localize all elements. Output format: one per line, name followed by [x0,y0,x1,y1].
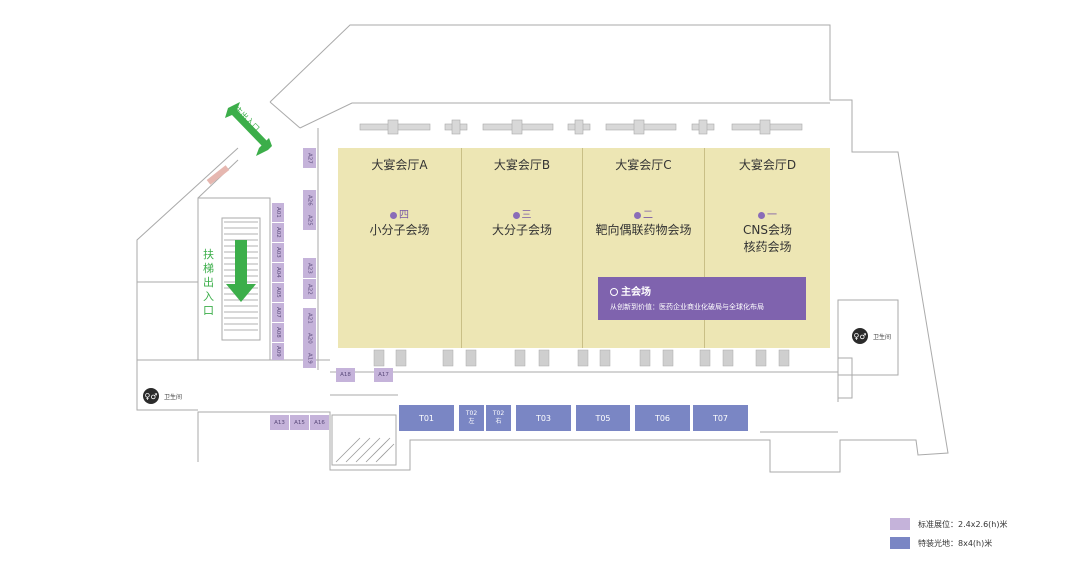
venue-marker-icon [610,288,618,296]
hall-a[interactable]: 大宴会厅A 四 小分子会场 [338,148,462,348]
restroom-left[interactable]: ♀♂ 卫生间 [143,388,182,404]
booth-a15[interactable]: A15 [290,415,309,430]
booth-a23[interactable]: A23 [303,258,316,278]
hall-b[interactable]: 大宴会厅B 三 大分子会场 [462,148,583,348]
legend-standard-booth: 标准展位：2.4x2.6(h)米 [890,518,1008,530]
badge-dot-icon [758,211,765,219]
booth-a02[interactable]: A02 [272,223,284,242]
legend-swatch [890,537,910,549]
legend-special-booth: 特装光地：8x4(h)米 [890,537,992,549]
main-venue-subtitle: 从创新到价值：医药企业商业化破局与全球化布局 [610,303,764,311]
hall-venue: CNS会场 核药会场 [743,223,792,254]
booth-t06[interactable]: T06 [635,405,690,431]
badge-dot-icon [634,211,641,219]
hall-number-badge: 三 [462,206,582,221]
booth-a18[interactable]: A18 [336,368,355,382]
booth-a09[interactable]: A09 [272,343,284,360]
booth-a16[interactable]: A16 [310,415,329,430]
booth-a22[interactable]: A22 [303,279,316,299]
legend-swatch [890,518,910,530]
badge-dot-icon [512,211,520,219]
booth-a25[interactable]: A25 [303,210,316,230]
restroom-label: 卫生间 [873,333,892,341]
restroom-label: 卫生间 [164,393,183,401]
booth-a13[interactable]: A13 [270,415,289,430]
hall-number-badge: 一 [705,206,830,221]
booth-t03[interactable]: T03 [516,405,571,431]
booth-t02-left[interactable]: T02 左 [459,405,484,431]
restroom-icon: ♀♂ [852,328,868,344]
booth-a21[interactable]: A21 [303,308,316,328]
booth-a26[interactable]: A26 [303,190,316,210]
booth-a27[interactable]: A27 [303,148,316,168]
main-venue-banner[interactable]: 主会场 从创新到价值：医药企业商业化破局与全球化布局 [598,277,806,320]
booth-t02-right[interactable]: T02 右 [486,405,511,431]
restroom-right[interactable]: ♀♂ 卫生间 [852,328,891,344]
booth-t01[interactable]: T01 [399,405,454,431]
main-venue-title: 主会场 [610,283,806,298]
restroom-icon: ♀♂ [143,388,159,404]
hall-venue: 靶向偶联药物会场 [595,223,692,237]
hall-number-badge: 四 [338,206,461,221]
hall-name: 大宴会厅D [738,158,797,172]
legend-label: 特装光地：8x4(h)米 [918,538,993,548]
booth-t05[interactable]: T05 [576,405,630,431]
hall-venue: 大分子会场 [491,223,552,237]
booth-a19[interactable]: A19 [303,348,316,368]
booth-t07[interactable]: T07 [693,405,748,431]
hall-name: 大宴会厅C [615,158,672,172]
booth-a04[interactable]: A04 [272,263,284,282]
booth-a01[interactable]: A01 [272,203,284,222]
booth-a08[interactable]: A08 [272,323,284,342]
hall-name: 大宴会厅B [493,158,551,172]
escalator-entrance-label: 扶 梯 出 入 口 [203,248,214,317]
booth-a05[interactable]: A05 [272,283,284,302]
booth-a20[interactable]: A20 [303,328,316,348]
booth-a17[interactable]: A17 [374,368,393,382]
badge-dot-icon [390,211,397,219]
hall-name: 大宴会厅A [371,158,428,172]
booth-a03[interactable]: A03 [272,243,284,262]
hall-number-badge: 二 [583,206,704,221]
booth-a07[interactable]: A07 [272,303,284,322]
hall-venue: 小分子会场 [369,223,430,237]
legend-label: 标准展位：2.4x2.6(h)米 [918,519,1008,529]
